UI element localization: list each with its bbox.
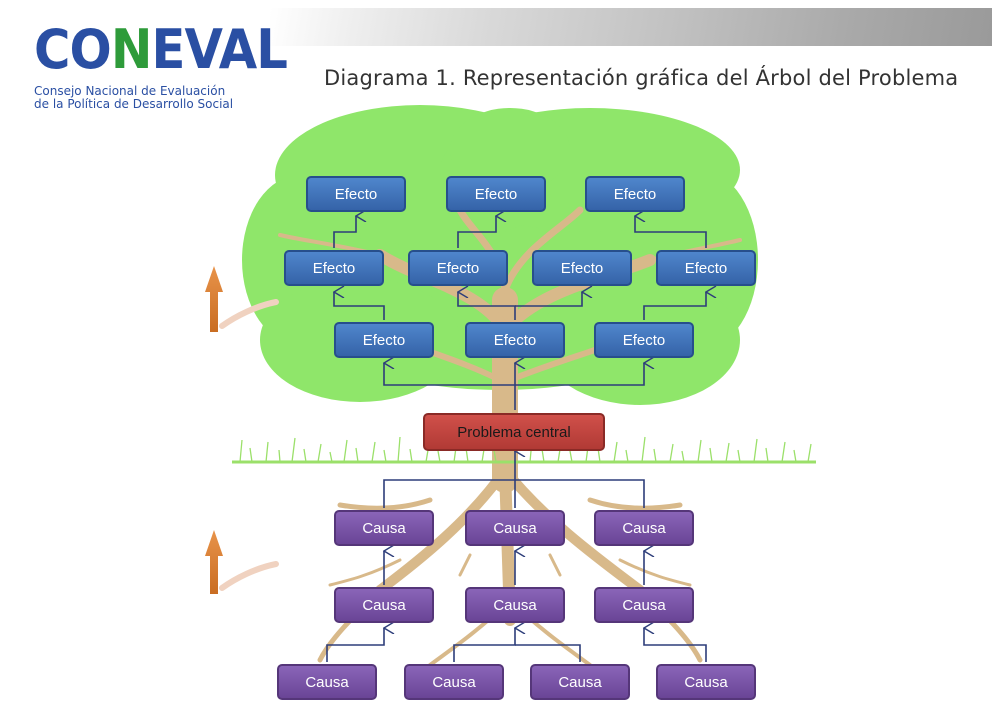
effect-box: Efecto [306, 176, 406, 212]
cause-box: Causa [277, 664, 377, 700]
effect-box: Efecto [334, 322, 434, 358]
effect-box: Efecto [585, 176, 685, 212]
effect-box: Efecto [594, 322, 694, 358]
effect-box: Efecto [284, 250, 384, 286]
cause-box: Causa [334, 510, 434, 546]
growth-arrow-top [205, 266, 279, 332]
effect-box: Efecto [532, 250, 632, 286]
cause-box: Causa [404, 664, 504, 700]
tree-roots [317, 464, 703, 667]
logo-subtitle-line1: Consejo Nacional de Evaluación [34, 84, 226, 98]
effect-box: Efecto [446, 176, 546, 212]
cause-box: Causa [594, 587, 694, 623]
effect-box: Efecto [656, 250, 756, 286]
grass-line [232, 436, 816, 464]
connectors [326, 216, 706, 662]
cause-box: Causa [334, 587, 434, 623]
growth-arrow-bottom [205, 530, 279, 594]
effect-box: Efecto [408, 250, 508, 286]
effect-box: Efecto [465, 322, 565, 358]
diagram-title: Diagrama 1. Representación gráfica del Á… [324, 66, 959, 90]
header-band [270, 8, 992, 46]
logo-subtitle: Consejo Nacional de Evaluación de la Pol… [34, 85, 233, 111]
cause-box: Causa [530, 664, 630, 700]
cause-box: Causa [465, 587, 565, 623]
logo-subtitle-line2: de la Política de Desarrollo Social [34, 97, 234, 111]
cause-box: Causa [465, 510, 565, 546]
central-problem-box: Problema central [423, 413, 605, 451]
cause-box: Causa [594, 510, 694, 546]
coneval-logo: CONEVAL [34, 18, 288, 81]
cause-box: Causa [656, 664, 756, 700]
